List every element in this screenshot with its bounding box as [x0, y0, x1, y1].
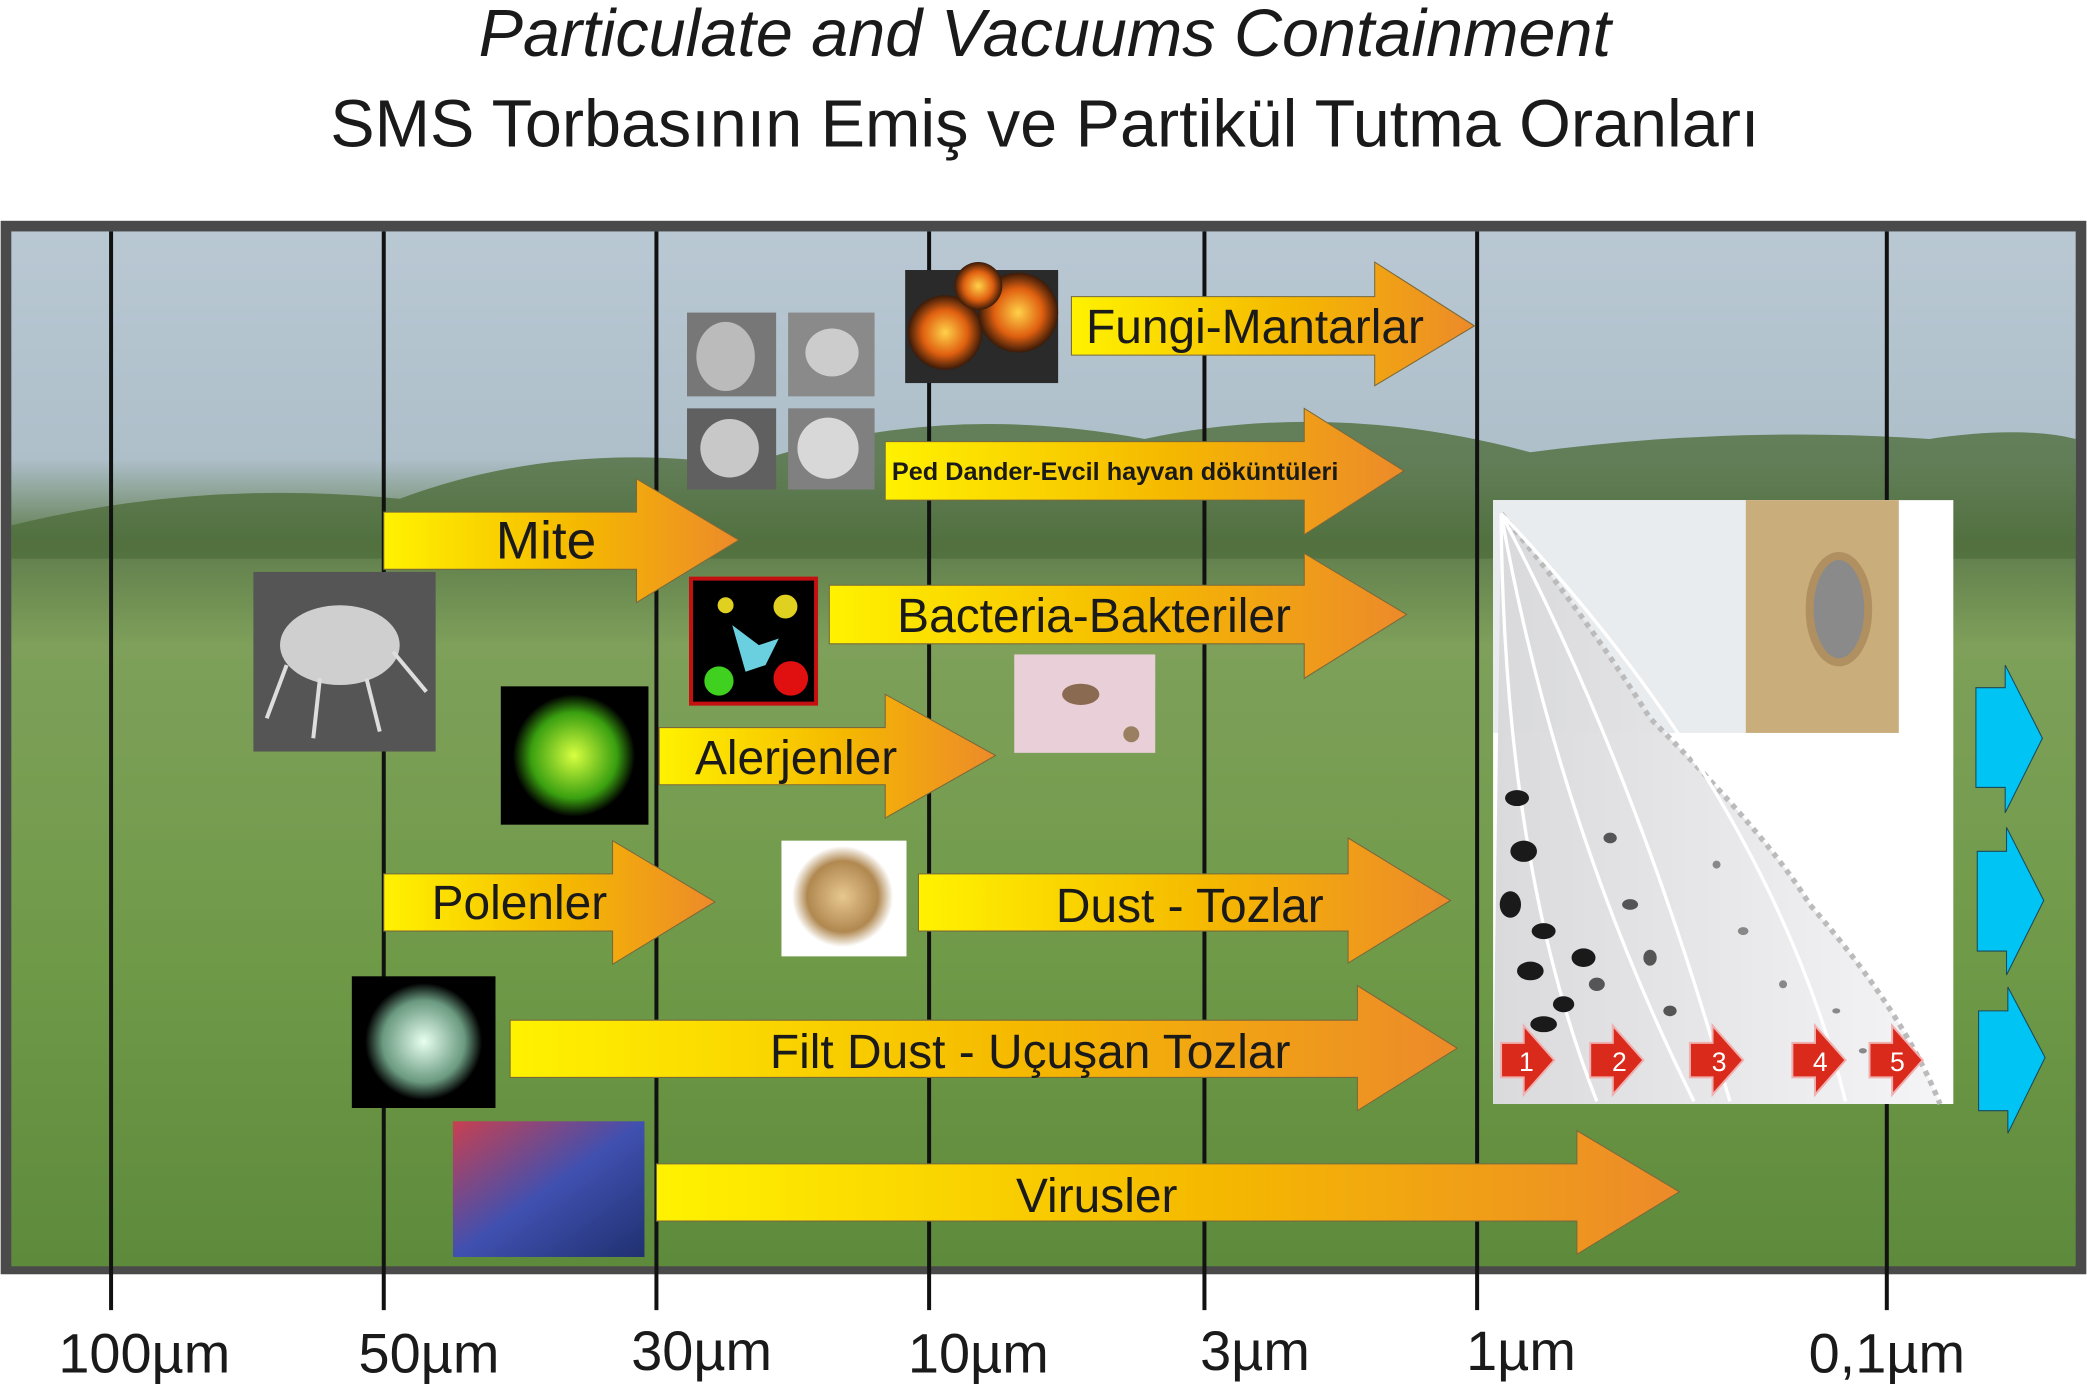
airflow-arrow-2 [1976, 827, 2045, 976]
layer-arrow-4: 4 [1791, 1022, 1847, 1098]
tick-1um: 1µm [1466, 1319, 1576, 1382]
tick-30um: 30µm [631, 1319, 772, 1382]
polenler-arrow [383, 839, 716, 966]
virusler-arrow [655, 1129, 1681, 1256]
layer-arrow-2: 2 [1589, 1022, 1645, 1098]
filt-dust-label: Filt Dust - Uçuşan Tozlar [770, 1026, 1291, 1079]
svg-text:5: 5 [1890, 1047, 1905, 1077]
tick-10um: 10µm [908, 1322, 1049, 1385]
tick-0-1um: 0,1µm [1809, 1322, 1965, 1385]
bacteria-image [689, 576, 819, 706]
dust-particle-image [781, 840, 907, 957]
fungi-arrow [1070, 261, 1476, 387]
svg-text:1: 1 [1519, 1047, 1534, 1077]
dust-arrow [917, 837, 1452, 964]
svg-text:4: 4 [1813, 1047, 1828, 1077]
bacteria-arrow [828, 552, 1408, 680]
mite-arrow [383, 477, 740, 604]
tick-100um: 100µm [58, 1322, 230, 1385]
layer-arrow-3: 3 [1688, 1022, 1745, 1098]
filter-layer-arrows: 1 2 3 4 5 [1500, 1022, 1925, 1098]
ped-dander-label: Ped Dander-Evcil hayvan döküntüleri [892, 458, 1338, 486]
fungi-label: Fungi-Mantarlar [1086, 301, 1424, 354]
axis-ticks: 100µm 50µm 30µm 10µm 3µm 1µm 0,1µm [58, 1319, 1965, 1385]
pollen-image [351, 976, 496, 1109]
dust-label: Dust - Tozlar [1056, 880, 1324, 933]
sem-spores-images [687, 312, 875, 490]
virusler-label: Virusler [1016, 1170, 1177, 1223]
alerjenler-label: Alerjenler [695, 732, 897, 785]
fungi-image [905, 262, 1059, 384]
ped-dander-arrow [884, 407, 1405, 536]
svg-text:3: 3 [1712, 1047, 1727, 1077]
airflow-arrow-1 [1975, 664, 2044, 813]
layer-arrow-1: 1 [1500, 1022, 1556, 1098]
tick-3um: 3µm [1200, 1319, 1310, 1382]
title-line-1: Particulate and Vacuums Containment [479, 0, 1614, 71]
polenler-label: Polenler [432, 877, 608, 930]
sms-bag-image [1493, 500, 1954, 1106]
mite-image [253, 571, 436, 752]
filt-dust-arrow [509, 984, 1459, 1112]
airflow-out-arrows [1975, 664, 2046, 1134]
virus-image [452, 1121, 645, 1257]
bacteria-label: Bacteria-Bakteriler [897, 590, 1291, 643]
alerjenler-arrow [658, 693, 997, 819]
allergen-image [500, 686, 649, 825]
svg-text:2: 2 [1612, 1047, 1627, 1077]
airflow-arrow-3 [1978, 986, 2046, 1134]
microscope-image [1014, 654, 1156, 753]
layer-arrow-5: 5 [1868, 1022, 1925, 1098]
tick-50um: 50µm [359, 1322, 500, 1385]
title-line-2: SMS Torbasının Emiş ve Partikül Tutma Or… [330, 87, 1759, 161]
mite-label: Mite [496, 512, 596, 571]
